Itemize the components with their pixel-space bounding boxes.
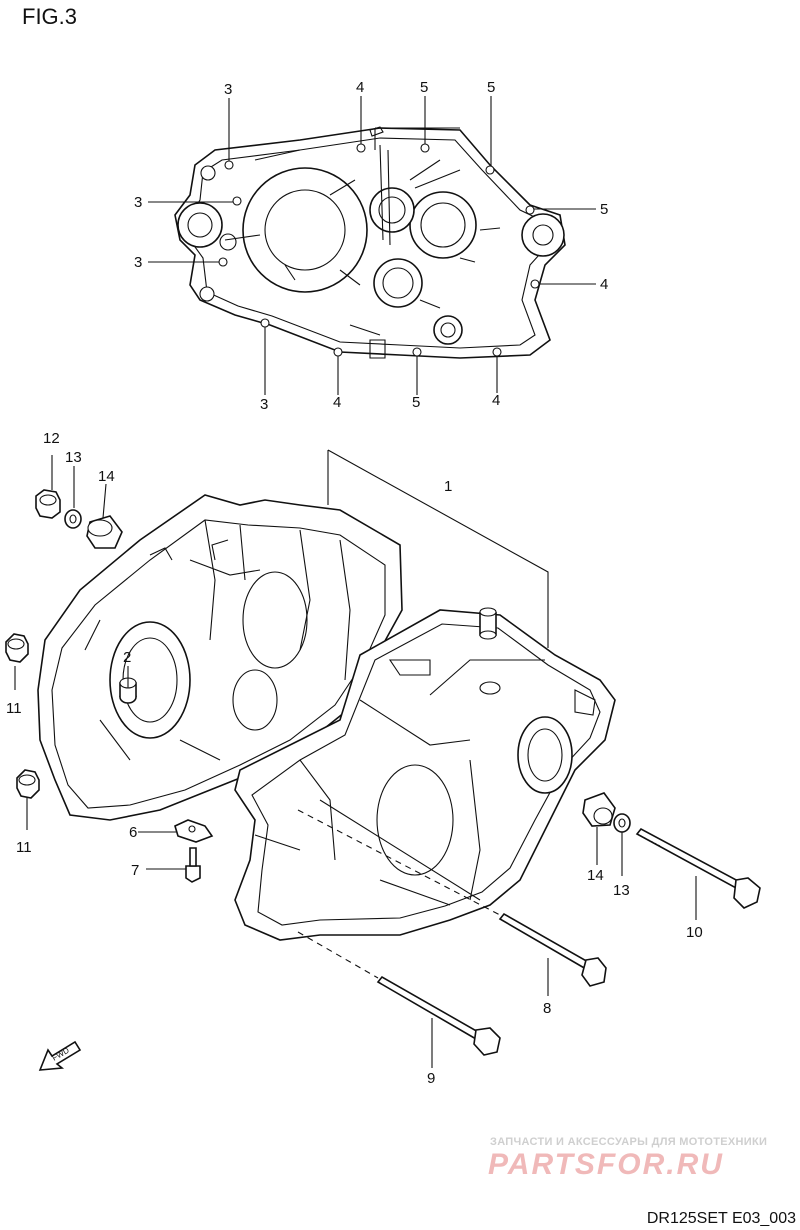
fwd-arrow-icon: FWD bbox=[38, 1040, 82, 1071]
callout: 12 bbox=[43, 430, 60, 447]
bolt-8 bbox=[297, 809, 607, 987]
callout: 5 bbox=[412, 394, 420, 411]
washer-13 bbox=[64, 509, 82, 529]
callout: 14 bbox=[98, 468, 115, 485]
callout: 3 bbox=[224, 81, 232, 98]
callout: 3 bbox=[134, 254, 142, 271]
figure-code: DR125SET E03_003 bbox=[646, 1210, 796, 1227]
crankshaft-bore-inner bbox=[264, 189, 346, 271]
callout: 6 bbox=[129, 824, 137, 841]
callout: 8 bbox=[543, 1000, 551, 1017]
crankcase-inner-view bbox=[148, 96, 596, 395]
callout: 14 bbox=[587, 867, 604, 884]
callout: 7 bbox=[131, 862, 139, 879]
flange-nut-12 bbox=[35, 489, 61, 519]
nut-11-upper bbox=[5, 633, 29, 663]
callout: 5 bbox=[420, 79, 428, 96]
callout: 11 bbox=[16, 839, 32, 856]
bolt-9 bbox=[297, 931, 501, 1056]
washer-13-right bbox=[613, 813, 631, 833]
transmission-bore-inner bbox=[420, 202, 466, 248]
figure-title: FIG.3 bbox=[22, 4, 78, 29]
callout: 2 bbox=[123, 649, 131, 666]
bolt-holes bbox=[218, 143, 540, 357]
callout: 5 bbox=[487, 79, 495, 96]
callout: 4 bbox=[356, 79, 364, 96]
watermark-logo: PARTSFOR.RU bbox=[488, 1148, 724, 1181]
bolt-10 bbox=[635, 827, 761, 909]
part-1-bracket bbox=[327, 449, 549, 648]
bush-14-right bbox=[582, 792, 616, 827]
callout: 13 bbox=[65, 449, 82, 466]
callouts-bottom: 12 13 14 1 2 11 11 6 7 14 13 10 8 9 bbox=[6, 430, 703, 1087]
bush-14 bbox=[86, 515, 123, 549]
callout: 11 bbox=[6, 700, 22, 717]
callout: 4 bbox=[333, 394, 341, 411]
oil-filler-boss bbox=[479, 607, 497, 640]
callout: 9 bbox=[427, 1070, 435, 1087]
callout: 3 bbox=[260, 396, 268, 413]
callout: 10 bbox=[686, 924, 703, 941]
bolt-7 bbox=[185, 847, 201, 883]
callout: 5 bbox=[600, 201, 608, 218]
callout: 13 bbox=[613, 882, 630, 899]
callout: 3 bbox=[134, 194, 142, 211]
nut-11-lower bbox=[16, 769, 40, 799]
callouts-top: 3 4 5 5 3 5 3 4 3 4 5 4 bbox=[134, 79, 608, 413]
clamp-6 bbox=[174, 819, 214, 843]
callout: 1 bbox=[444, 478, 452, 495]
watermark-tagline: ЗАПЧАСТИ И АКСЕССУАРЫ ДЛЯ МОТОТЕХНИКИ bbox=[490, 1136, 768, 1148]
callout: 4 bbox=[492, 392, 500, 409]
callout: 4 bbox=[600, 276, 608, 293]
crankcase-right-half bbox=[234, 607, 616, 941]
